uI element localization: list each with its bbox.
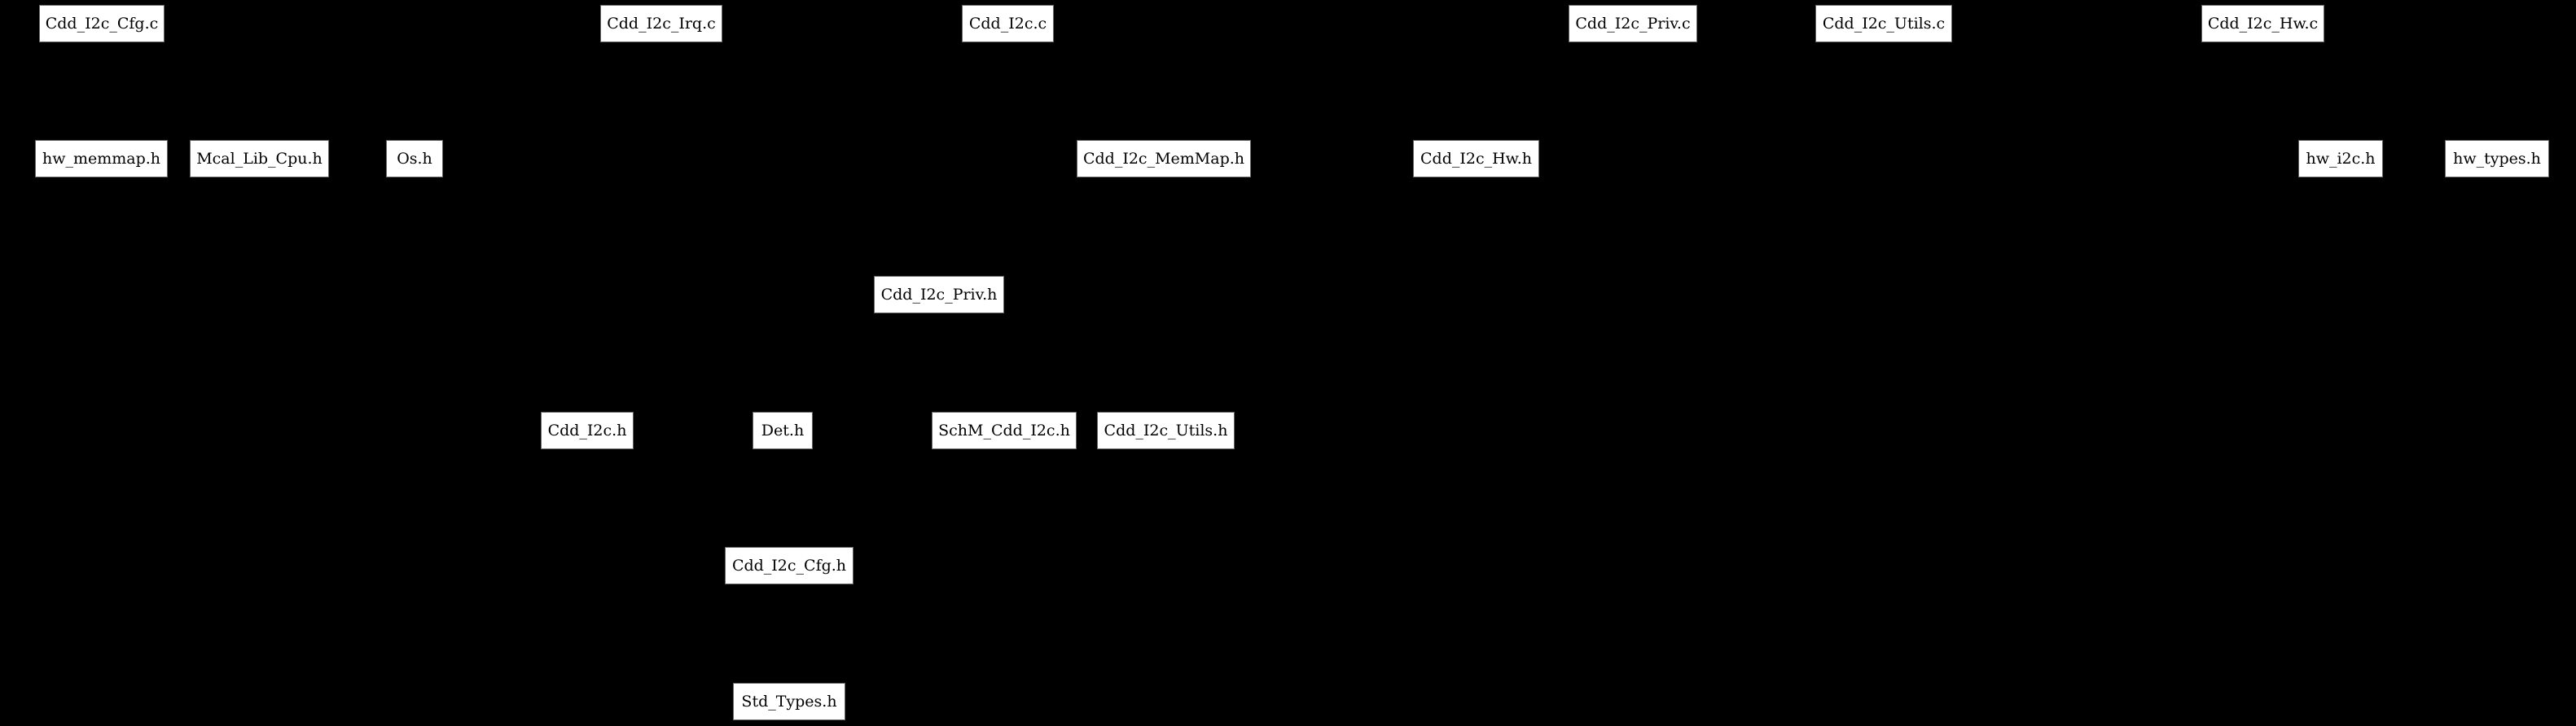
- node-hw-i2c-h[interactable]: hw_i2c.h: [2298, 140, 2383, 177]
- dependency-edge: [938, 42, 1008, 277]
- node-cdd-i2c-irq-c[interactable]: Cdd_I2c_Irq.c: [600, 5, 722, 42]
- node-cdd-i2c-memmap-h[interactable]: Cdd_I2c_MemMap.h: [1077, 140, 1251, 177]
- dependency-edge: [414, 42, 662, 141]
- dependency-edge: [101, 42, 103, 141]
- dependency-edge: [938, 313, 1166, 413]
- node-cdd-i2c-priv-h[interactable]: Cdd_I2c_Priv.h: [874, 276, 1004, 313]
- node-cdd-i2c-utils-h[interactable]: Cdd_I2c_Utils.h: [1097, 412, 1235, 449]
- node-cdd-i2c-h[interactable]: Cdd_I2c.h: [541, 412, 634, 449]
- node-cdd-i2c-c[interactable]: Cdd_I2c.c: [962, 5, 1054, 42]
- dependency-edge: [586, 448, 790, 548]
- dependency-edge: [2262, 42, 2341, 141]
- dependency-edge: [1165, 42, 1885, 413]
- dependency-edge: [660, 42, 940, 277]
- node-schm-cdd-i2c-h[interactable]: SchM_Cdd_I2c.h: [932, 412, 1077, 449]
- dependency-edge: [2262, 42, 2498, 141]
- node-cdd-i2c-priv-c[interactable]: Cdd_I2c_Priv.c: [1569, 5, 1697, 42]
- node-os-h[interactable]: Os.h: [386, 140, 443, 177]
- dependency-edge: [101, 42, 588, 413]
- node-cdd-i2c-utils-c[interactable]: Cdd_I2c_Utils.c: [1815, 5, 1952, 42]
- node-det-h[interactable]: Det.h: [753, 412, 813, 449]
- node-hw-memmap-h[interactable]: hw_memmap.h: [35, 140, 168, 177]
- dependency-edge: [586, 313, 940, 413]
- node-hw-types-h[interactable]: hw_types.h: [2445, 140, 2549, 177]
- node-cdd-i2c-cfg-c[interactable]: Cdd_I2c_Cfg.c: [39, 5, 165, 42]
- dependency-edge: [1476, 42, 2263, 141]
- dependency-edge: [259, 42, 1008, 141]
- node-cdd-i2c-hw-h[interactable]: Cdd_I2c_Hw.h: [1413, 140, 1539, 177]
- node-mcal-lib-cpu-h[interactable]: Mcal_Lib_Cpu.h: [190, 140, 329, 177]
- node-cdd-i2c-cfg-h[interactable]: Cdd_I2c_Cfg.h: [725, 547, 854, 584]
- dependency-edge: [1007, 42, 1165, 141]
- node-std-types-h[interactable]: Std_Types.h: [733, 683, 845, 720]
- dependency-edge: [782, 313, 940, 413]
- node-cdd-i2c-hw-c[interactable]: Cdd_I2c_Hw.c: [2201, 5, 2324, 42]
- dependency-edge: [938, 313, 1005, 413]
